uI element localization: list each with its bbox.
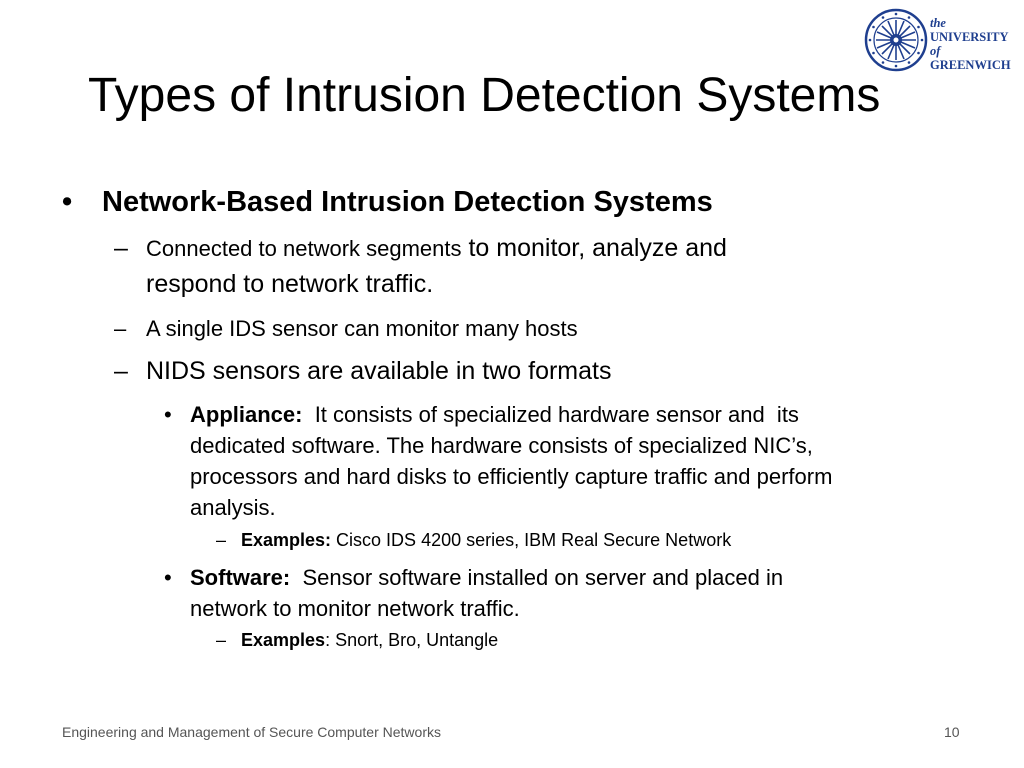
logo-line-university: UNIVERSITY [930,30,1009,44]
logo-line-greenwich: GREENWICH [930,58,1011,72]
appliance-text: It consists of specialized hardware sens… [302,402,799,427]
university-seal-icon [864,8,928,72]
examples-label: Examples [241,630,326,650]
software-text: Sensor software installed on server and … [290,565,784,590]
examples-label: Examples: [241,530,332,550]
footer-page-number: 10 [944,724,960,740]
university-wordmark: the UNIVERSITY of GREENWICH [930,16,1011,72]
university-logo: the UNIVERSITY of GREENWICH [864,6,1020,84]
dash-marker: – [216,530,227,550]
bullet-software-examples: Examples: Snort, Bro, Untangle [241,630,498,651]
bullet-marker: • [164,565,172,590]
bullet-single-sensor: A single IDS sensor can monitor many hos… [146,316,578,341]
bullet-appliance-examples: Examples: Cisco IDS 4200 series, IBM Rea… [241,530,731,551]
dash-marker: – [216,630,227,650]
dash-marker: – [114,357,128,385]
examples-text: : Snort, Bro, Untangle [325,630,499,650]
bullet-software-line1: Software: Sensor software installed on s… [190,562,783,593]
bullet-connected-text-small: Connected to network segments [146,236,462,261]
footer-course-title: Engineering and Management of Secure Com… [62,724,441,740]
slide-title: Types of Intrusion Detection Systems [88,69,881,122]
dash-marker: – [114,234,128,262]
bullet-marker: • [164,402,172,427]
bullet-connected-segments: Connected to network segments to monitor… [146,234,727,263]
bullet-marker: • [62,186,73,218]
bullet-appliance-line2: dedicated software. The hardware consist… [190,433,813,458]
bullet-network-based-ids: Network-Based Intrusion Detection System… [102,186,713,218]
bullet-connected-text-rest: to monitor, analyze and [461,234,727,262]
software-label: Software: [190,565,291,590]
examples-text: Cisco IDS 4200 series, IBM Real Secure N… [331,530,732,550]
bullet-software-line2: network to monitor network traffic. [190,596,520,621]
logo-line-the: the [930,16,946,30]
logo-line-of: of [930,44,941,58]
bullet-appliance-line3: processors and hard disks to efficiently… [190,464,833,489]
bullet-connected-line2: respond to network traffic. [146,270,434,298]
appliance-label: Appliance: [190,402,303,427]
dash-marker: – [114,316,127,341]
bullet-appliance-line4: analysis. [190,495,276,520]
bullet-appliance-line1: Appliance: It consists of specialized ha… [190,399,799,430]
bullet-nids-formats: NIDS sensors are available in two format… [146,357,612,385]
